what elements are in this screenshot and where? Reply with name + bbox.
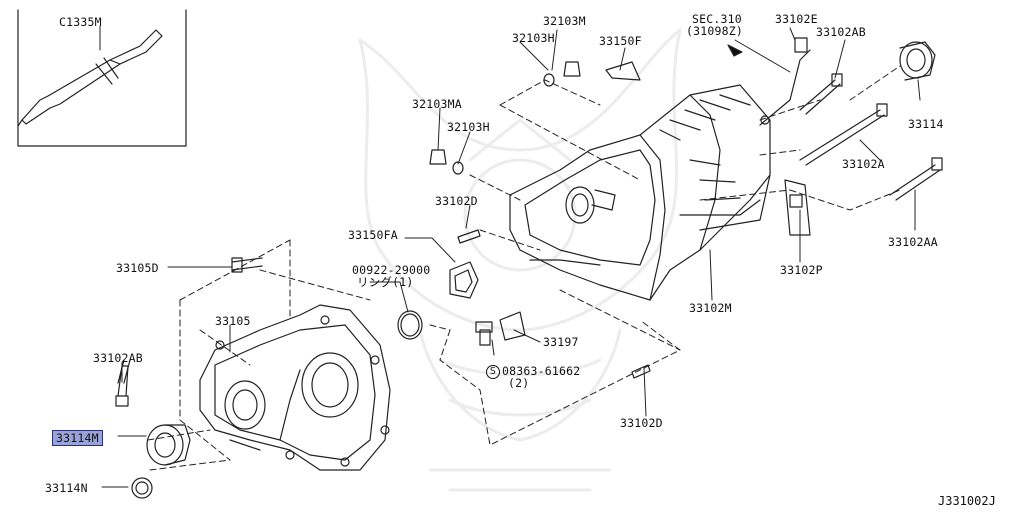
label-32103m: 32103M (543, 14, 586, 28)
sec-reference-arrow (727, 44, 743, 57)
label-33102p: 33102P (780, 263, 823, 277)
label-c1335m: C1335M (59, 15, 102, 29)
label-33102m: 33102M (689, 301, 732, 315)
label-33102d-top: 33102D (435, 194, 478, 208)
label-33114m-highlighted[interactable]: 33114M (52, 430, 103, 446)
label-32103ma: 32103MA (412, 97, 462, 111)
label-08363-61662: 08363-61662 (502, 364, 581, 378)
label-00922-29000: 00922-29000 (352, 263, 431, 277)
label-33197: 33197 (543, 335, 579, 349)
fasteners (115, 37, 943, 407)
label-32103h-mid: 32103H (447, 120, 490, 134)
label-33114n: 33114N (45, 481, 88, 495)
label-ring-note: リング(1) (357, 275, 414, 289)
assembly-dash-lines (147, 65, 901, 471)
label-32103h-top: 32103H (512, 31, 555, 45)
label-33105d: 33105D (116, 261, 159, 275)
label-33102a: 33102A (842, 157, 885, 171)
label-08363-qty: (2) (508, 376, 530, 390)
label-33105: 33105 (215, 314, 251, 328)
label-33102ab-bot: 33102AB (93, 351, 143, 365)
label-33102d-bot: 33102D (620, 416, 663, 430)
label-33150fa: 33150FA (348, 228, 398, 242)
label-33114-top: 33114 (908, 117, 944, 131)
transfer-case-rear (509, 84, 771, 301)
label-33150f: 33150F (599, 34, 642, 48)
leader-lines (99, 25, 921, 488)
label-33102ab-top: 33102AB (816, 25, 866, 39)
s-symbol: S (486, 365, 500, 379)
label-33102aa: 33102AA (888, 235, 938, 249)
label-sec310-ref: (31098Z) (686, 24, 743, 38)
seals-rings (131, 41, 936, 499)
label-33102e: 33102E (775, 12, 818, 26)
transfer-case-front (199, 304, 391, 471)
diagram-code: J331002J (938, 494, 996, 508)
label-sec310: SEC.310 (692, 12, 742, 26)
sealant-tube-box (17, 9, 187, 147)
